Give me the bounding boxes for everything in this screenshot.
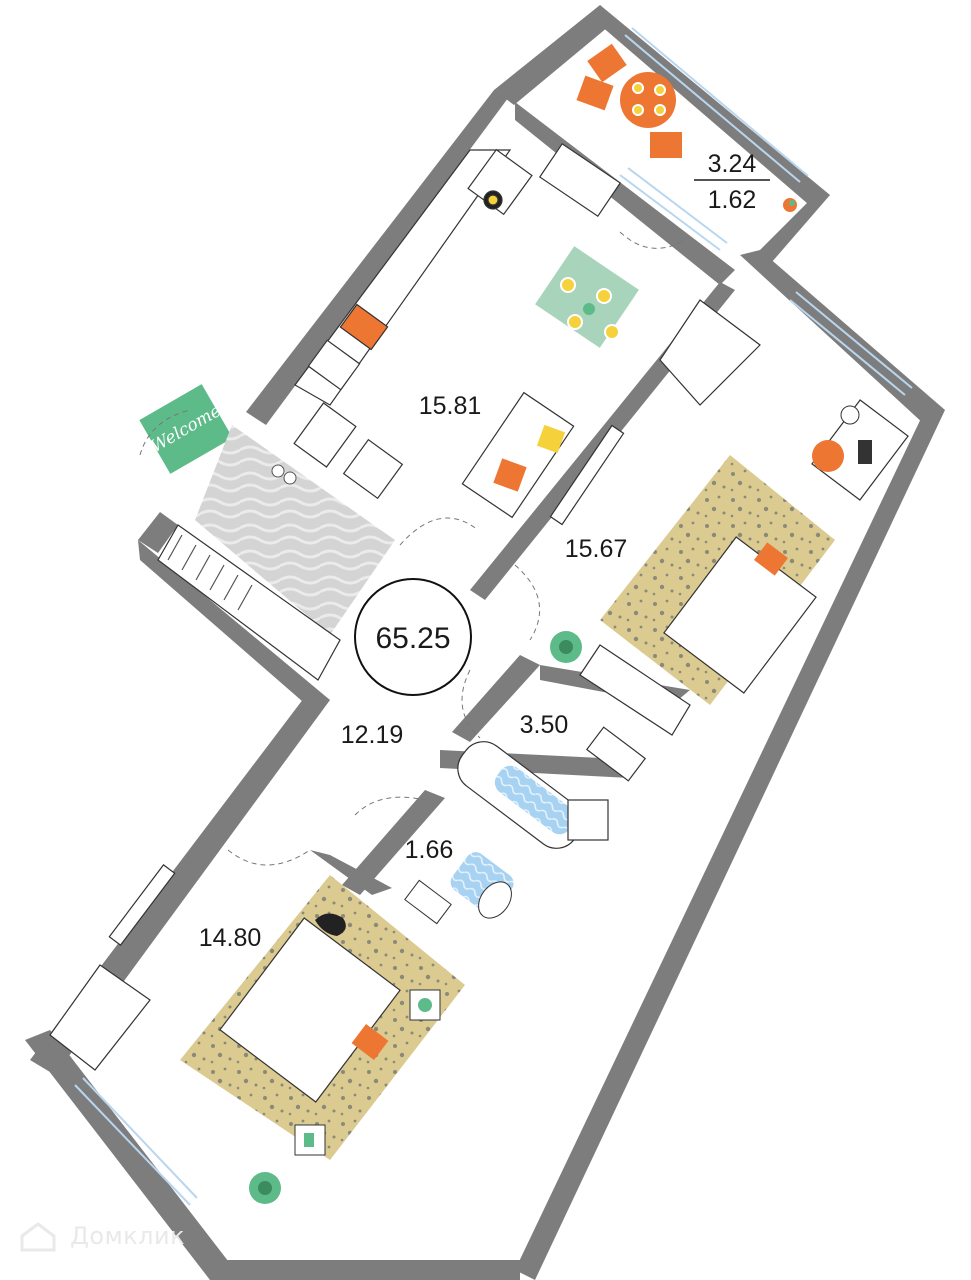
balcony-furniture	[576, 43, 797, 212]
bedroom-left-area: 14.80	[199, 924, 262, 952]
watermark: Домклик	[18, 1222, 185, 1252]
nightstand-left	[294, 989, 441, 1156]
kitchen-counter	[293, 148, 533, 500]
house-logo-icon	[20, 1222, 56, 1252]
door-swings	[227, 517, 541, 866]
balcony-area: 3.24 1.62	[694, 150, 770, 214]
bedroom-right-area: 15.67	[565, 535, 628, 563]
dining-table	[535, 246, 639, 348]
plant-right	[550, 631, 582, 663]
wardrobe-left	[49, 864, 176, 1071]
bathroom	[457, 726, 647, 849]
total-area: 65.25	[354, 578, 472, 696]
desk-right	[811, 399, 909, 501]
hallway-area: 12.19	[341, 721, 404, 749]
watermark-text: Домклик	[70, 1222, 186, 1250]
total-area-value: 65.25	[375, 622, 450, 655]
bed-left	[219, 913, 401, 1103]
hall-cabinet	[157, 524, 341, 681]
bed-right	[663, 536, 817, 694]
toilet-area: 1.66	[405, 836, 454, 864]
entry-tiles	[195, 425, 395, 635]
wardrobe-kitchen	[549, 424, 625, 526]
bathroom-area: 3.50	[520, 711, 569, 739]
balcony-area-reduced: 1.62	[708, 186, 757, 214]
windows	[74, 27, 913, 1206]
doormat: Welcome	[139, 384, 233, 474]
kitchen-living-area: 15.81	[419, 392, 482, 420]
toilet	[404, 852, 514, 925]
sofa	[461, 391, 575, 519]
plant-left	[249, 1172, 281, 1204]
balcony-area-full: 3.24	[708, 150, 757, 178]
wardrobe-right	[579, 299, 761, 736]
fridge-cabinet	[538, 143, 686, 249]
